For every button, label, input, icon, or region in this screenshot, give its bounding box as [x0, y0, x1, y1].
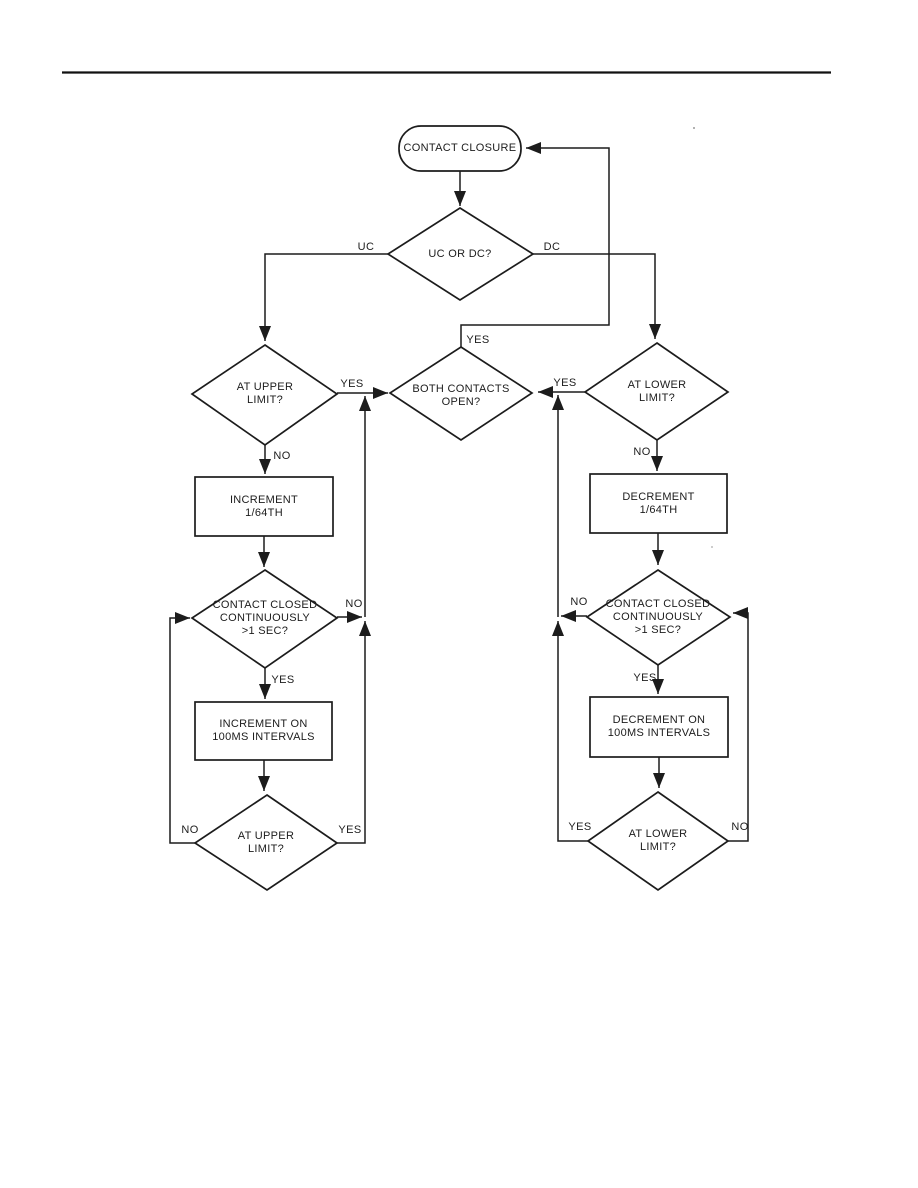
at-upper-limit-top-shape: [190, 343, 339, 447]
decrement-164th-label: DECREMENT 1/64TH: [622, 490, 695, 516]
edge-label-yes-bottom-left: YES: [338, 824, 362, 836]
decrement-164th-shape: [589, 473, 728, 534]
decrement-100ms-shape: [589, 696, 729, 758]
at-lower-limit-top-label: AT LOWER LIMIT?: [627, 379, 687, 404]
scan-speck: [693, 127, 695, 129]
edge-label-no-bottom-right: NO: [731, 821, 749, 833]
scan-speck: [711, 546, 713, 548]
both-contacts-open-shape: [388, 345, 534, 442]
contact-closure-label: CONTACT CLOSURE: [403, 142, 517, 154]
at-lower-limit-top-shape: [583, 341, 730, 442]
edge-label-uc: UC: [357, 241, 375, 253]
edge-bottomright-no-loop: [728, 607, 749, 842]
edge-label-no-bottom-left: NO: [181, 824, 199, 836]
edge-label-yes-bottom-right: YES: [568, 821, 592, 833]
at-upper-limit-bottom-label: AT UPPER LIMIT?: [237, 830, 295, 855]
edge-label-yes-cc-left: YES: [271, 674, 295, 686]
increment-164th-label: INCREMENT 1/64TH: [229, 493, 299, 519]
uc-or-dc-label: UC OR DC?: [428, 247, 492, 260]
at-upper-limit-bottom-shape: [193, 793, 339, 892]
increment-164th-shape: [194, 476, 334, 537]
at-lower-limit-bottom-label: AT LOWER LIMIT?: [628, 828, 688, 853]
contact-closed-right-label: CONTACT CLOSED CONTINUOUSLY >1 SEC?: [605, 597, 711, 636]
contact-closed-left-shape: [190, 568, 339, 670]
edge-label-no-upper: NO: [273, 450, 291, 462]
contact-closed-left-label: CONTACT CLOSED CONTINUOUSLY >1 SEC?: [212, 598, 318, 637]
edge-label-yes-upper: YES: [340, 378, 364, 390]
contact-closure-shape: [398, 125, 522, 172]
edge-bottomright-yes-up: [552, 621, 588, 842]
edge-label-no-cc-right: NO: [570, 596, 588, 608]
edge-label-yes-cc-right: YES: [633, 672, 657, 684]
at-lower-limit-bottom-shape: [586, 790, 730, 892]
increment-100ms-label: INCREMENT ON 100MS INTERVALS: [212, 718, 315, 743]
both-contacts-open-label: BOTH CONTACTS OPEN?: [412, 383, 510, 408]
uc-or-dc-shape: [386, 206, 535, 302]
edge-uc: [259, 253, 388, 341]
at-upper-limit-top-label: AT UPPER LIMIT?: [236, 381, 294, 406]
contact-closed-right-shape: [585, 568, 732, 667]
edge-label-yes-both-open: YES: [466, 334, 490, 346]
edge-label-dc: DC: [543, 241, 561, 253]
edge-label-yes-lower: YES: [553, 377, 577, 389]
edge-label-no-cc-left: NO: [345, 598, 363, 610]
edge-bottomleft-yes-up: [337, 621, 371, 844]
edge-label-no-lower: NO: [633, 446, 651, 458]
edge-bottomleft-no-loop: [169, 612, 195, 844]
flow-node-shapes: [190, 125, 732, 892]
flow-connectors: [169, 142, 749, 844]
edge-both-open-yes-feedback: [460, 142, 610, 347]
edge-dc: [533, 253, 661, 339]
increment-100ms-shape: [194, 701, 333, 761]
decrement-100ms-label: DECREMENT ON 100MS INTERVALS: [607, 714, 711, 739]
